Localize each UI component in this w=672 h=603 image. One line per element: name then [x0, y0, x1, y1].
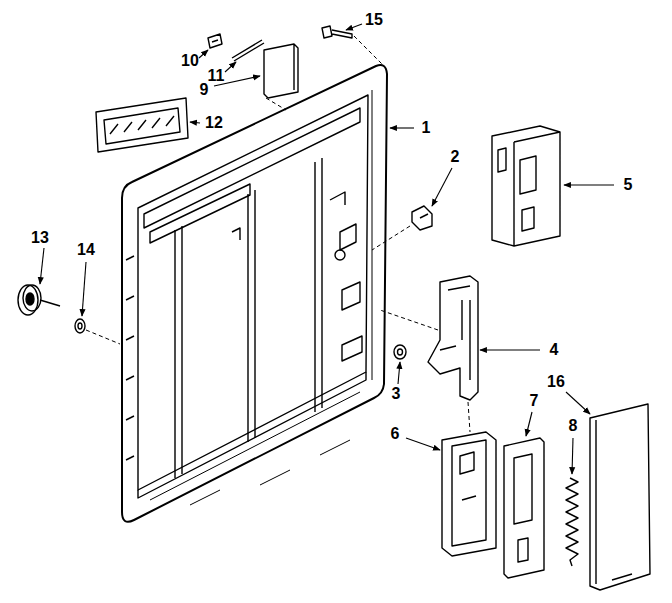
door-panel — [122, 65, 387, 522]
callout-number: 12 — [205, 115, 223, 131]
washer — [75, 319, 85, 333]
callout-number: 7 — [530, 393, 539, 409]
callout-number: 16 — [547, 374, 565, 390]
callout-number: 2 — [451, 149, 460, 165]
callout-number: 4 — [550, 342, 559, 358]
callout-number: 9 — [200, 82, 209, 98]
callout-number: 15 — [365, 12, 383, 28]
callout-number: 13 — [31, 230, 49, 246]
spring — [566, 478, 578, 566]
callout-number: 10 — [181, 53, 199, 69]
side-cover — [590, 404, 650, 590]
callout-number: 8 — [569, 418, 578, 434]
cover — [264, 44, 298, 98]
callout-number: 6 — [391, 426, 400, 442]
pin — [232, 40, 264, 61]
screw — [322, 26, 352, 38]
callout-number: 3 — [392, 386, 401, 402]
callout-number: 14 — [77, 242, 95, 258]
callout-number: 5 — [624, 177, 633, 193]
knob — [18, 285, 60, 315]
slide-plate — [504, 438, 544, 578]
small-bracket — [412, 206, 432, 230]
callout-number: 11 — [208, 68, 225, 84]
callout-number: 1 — [422, 120, 431, 136]
grommet — [394, 345, 406, 359]
clip — [208, 34, 222, 48]
handle — [96, 98, 188, 152]
latch-base — [442, 432, 496, 556]
switch-housing — [492, 126, 560, 246]
latch — [428, 276, 478, 400]
leader-lines — [40, 24, 614, 474]
